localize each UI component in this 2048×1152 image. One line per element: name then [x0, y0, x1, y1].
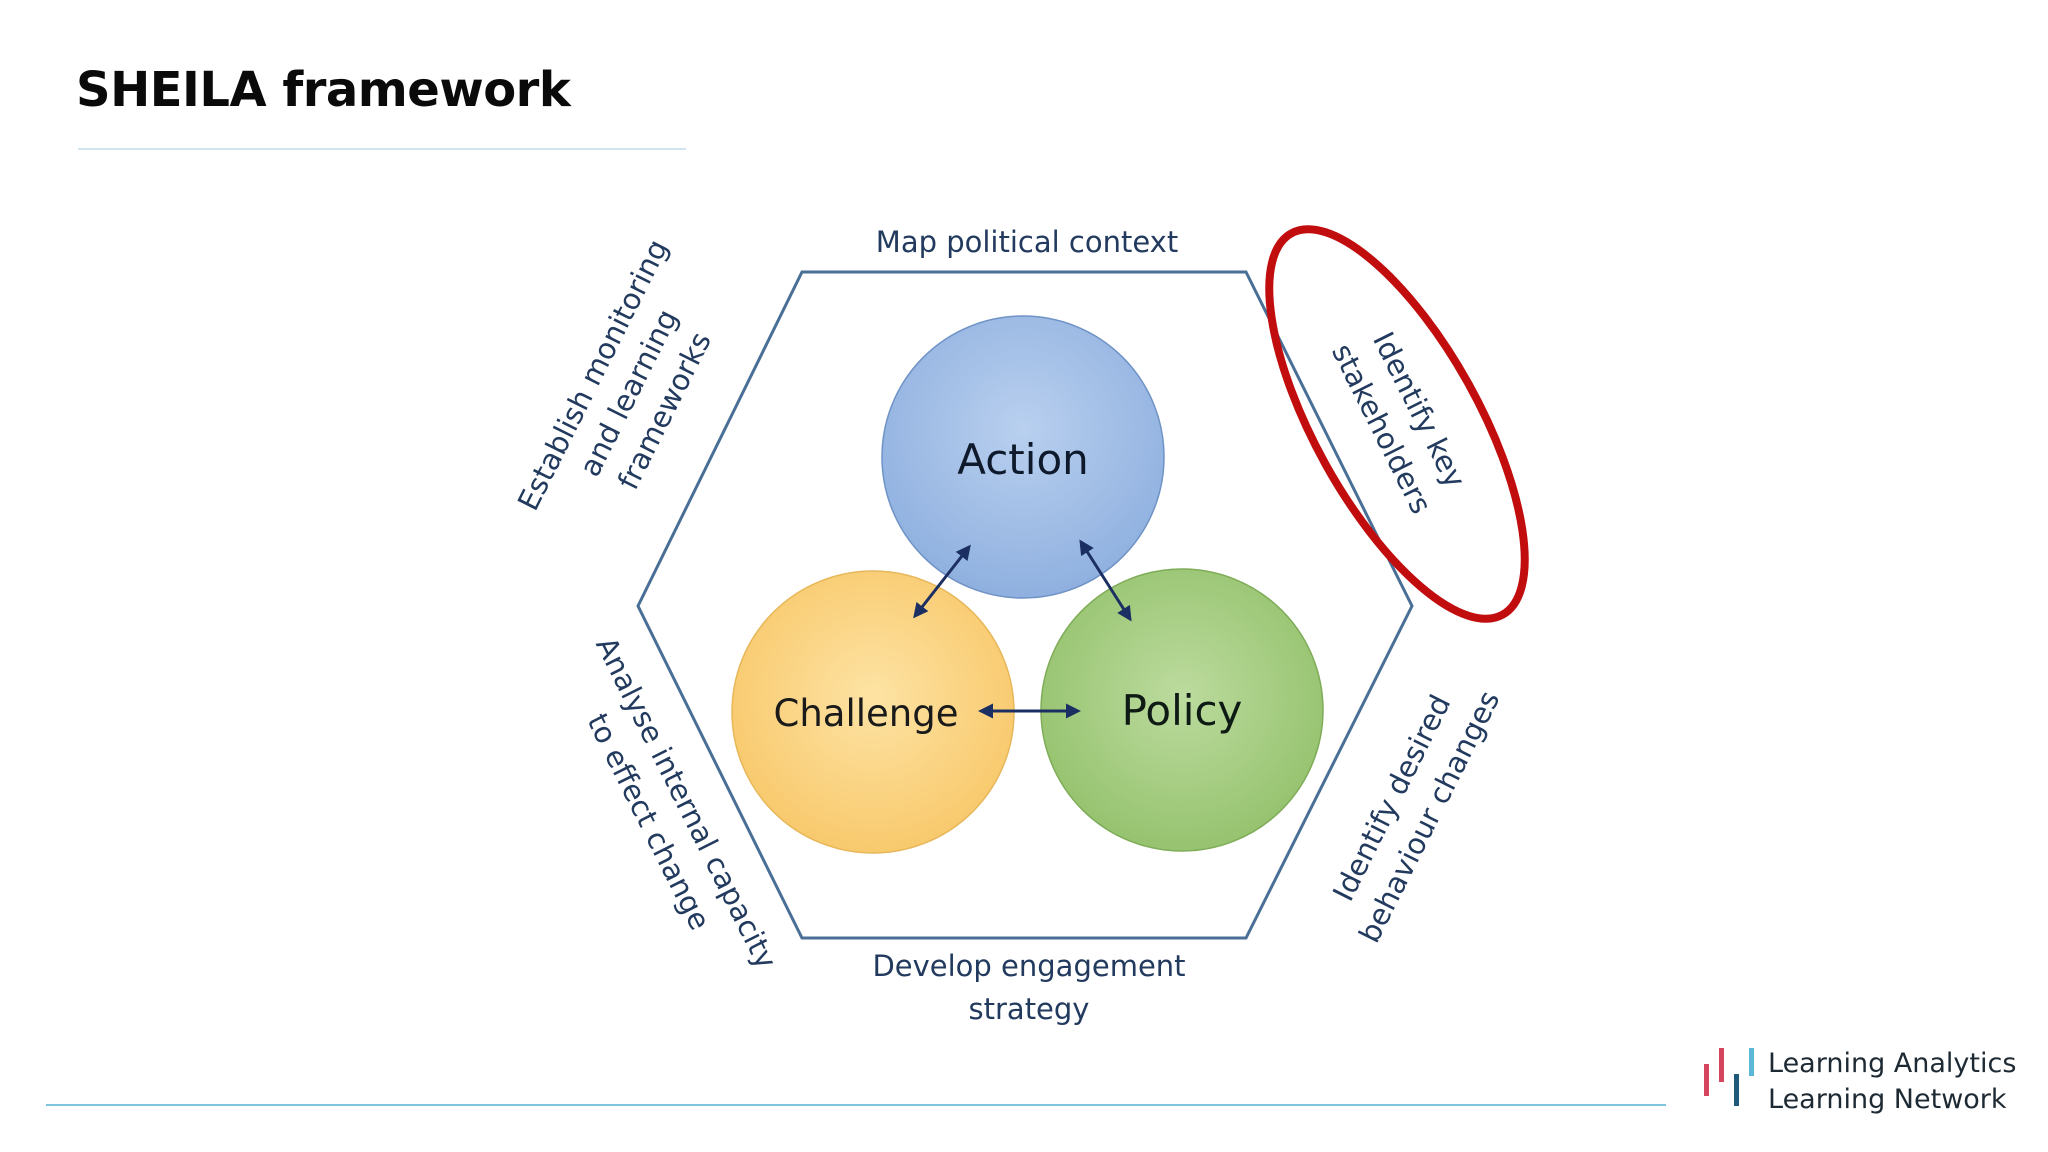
action-label: Action [957, 435, 1089, 484]
footer-rule [46, 1104, 1666, 1106]
logo-line-1: Learning Analytics [1768, 1048, 2017, 1079]
logo-bars-icon [1704, 1048, 1754, 1106]
learning-analytics-logo: Learning Analytics Learning Network [1700, 1040, 2020, 1120]
edge-label-bottom-line1: Develop engagement [872, 949, 1185, 983]
arrow-action-policy [1079, 539, 1132, 622]
highlight-ellipse [1265, 225, 1529, 623]
edge-label-top: Map political context [876, 225, 1178, 259]
edge-label-bottom-line2: strategy [969, 992, 1090, 1026]
title-underline [78, 148, 686, 150]
hexagon-frame [636, 270, 1414, 940]
challenge-label: Challenge [774, 692, 959, 735]
logo-line-2: Learning Network [1768, 1084, 2007, 1115]
slide-title: SHEILA framework [76, 62, 571, 118]
edge-label-upper-right: Identify key stakeholders [1325, 326, 1472, 519]
edge-label-upper-left: Establish monitoring and learning framew… [511, 234, 718, 516]
edge-label-bottom: Develop engagement strategy [872, 949, 1185, 1026]
arrow-action-challenge [913, 544, 971, 619]
edge-label-lower-right: Identify desired behaviour changes [1326, 685, 1506, 948]
policy-label: Policy [1122, 686, 1243, 735]
action-circle [881, 315, 1165, 599]
